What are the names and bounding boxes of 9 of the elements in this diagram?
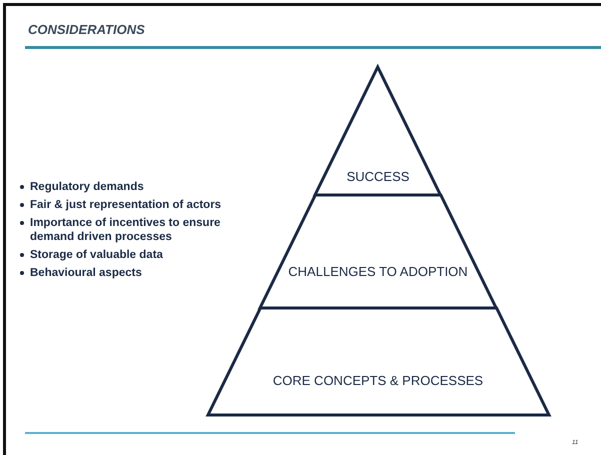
bullet-item: Behavioural aspects: [18, 266, 258, 280]
bullet-item: Fair & just representation of actors: [18, 198, 258, 212]
bullet-item: Storage of valuable data: [18, 248, 258, 262]
slide-title: CONSIDERATIONS: [28, 22, 145, 37]
tier-label: SUCCESS: [346, 169, 410, 184]
tier-label: CHALLENGES TO ADOPTION: [287, 264, 469, 279]
bullet-item: Regulatory demands: [18, 180, 258, 194]
bullet-item: Importance of incentives to ensure demand driven processes: [18, 216, 258, 244]
tier-label: CORE CONCEPTS & PROCESSES: [272, 373, 484, 388]
